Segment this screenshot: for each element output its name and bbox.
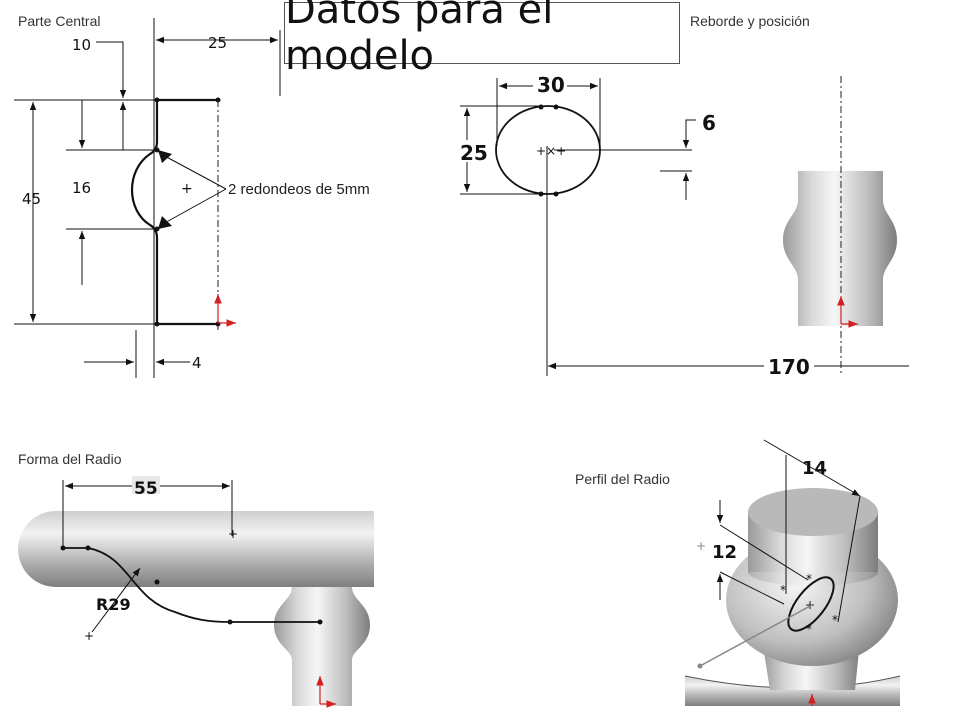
- dim-6: 6: [702, 111, 716, 135]
- dim-25-central: 25: [208, 34, 227, 52]
- svg-text:+: +: [228, 527, 238, 541]
- reborde-section: Reborde y posición +×+ 30 25 6 170: [456, 13, 909, 379]
- svg-text:*: *: [832, 613, 838, 627]
- dim-16: 16: [72, 179, 91, 197]
- section-label-central: Parte Central: [18, 13, 100, 29]
- central-section: Parte Central 45 16 10 25 4: [14, 13, 370, 378]
- svg-text:+×+: +×+: [536, 144, 566, 158]
- svg-text:*: *: [780, 583, 786, 597]
- svg-text:*: *: [806, 572, 812, 586]
- radius-r29: R29: [96, 595, 131, 614]
- svg-text:+: +: [181, 181, 193, 197]
- fillet-note: 2 redondeos de 5mm: [228, 181, 370, 198]
- svg-text:+: +: [84, 629, 94, 643]
- svg-text:*: *: [806, 622, 812, 636]
- svg-text:+: +: [805, 598, 815, 612]
- section-label-forma: Forma del Radio: [18, 451, 122, 467]
- page-title: Datos para el modelo: [284, 0, 680, 79]
- dim-55: 55: [134, 479, 158, 499]
- dim-170: 170: [768, 355, 810, 379]
- forma-section: Forma del Radio 55 + + R29: [18, 451, 374, 708]
- perfil-section: Perfil del Radio * * * * + 14 12 +: [575, 439, 901, 706]
- dim-14: 14: [802, 458, 827, 479]
- dim-30: 30: [537, 73, 565, 97]
- section-label-perfil: Perfil del Radio: [575, 471, 670, 487]
- dim-4: 4: [192, 354, 202, 372]
- dim-10: 10: [72, 36, 91, 54]
- dim-25-reborde: 25: [460, 141, 488, 165]
- dim-12: 12: [712, 542, 737, 563]
- section-label-reborde: Reborde y posición: [690, 13, 810, 29]
- dim-45: 45: [22, 190, 41, 208]
- svg-text:+: +: [696, 539, 706, 553]
